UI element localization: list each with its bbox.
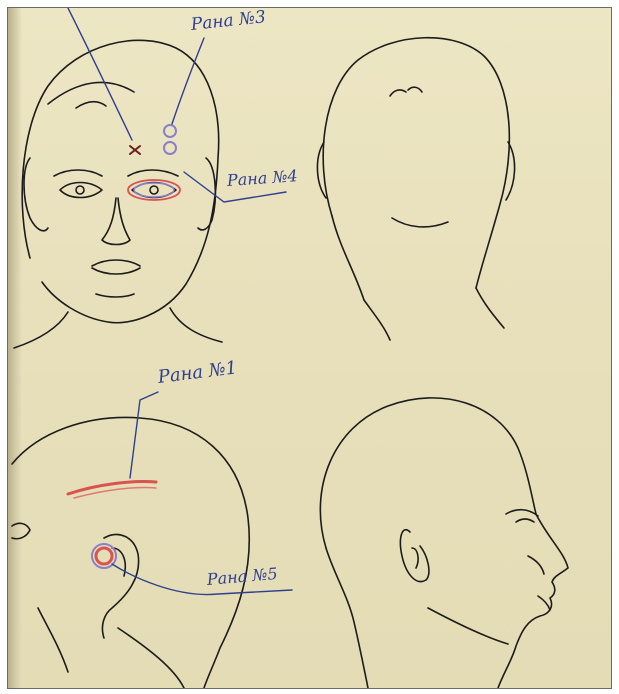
head-diagrams: [8, 8, 611, 688]
leader-lines: [68, 8, 292, 595]
head-front-view: [14, 40, 222, 348]
body-chart-sheet: Рана №3 Рана №4 Рана №1 Рана №5: [7, 7, 612, 689]
head-right-profile: [320, 398, 568, 688]
wound-marks: [68, 125, 180, 568]
head-back-view: [317, 38, 514, 340]
head-left-profile: [12, 417, 249, 688]
